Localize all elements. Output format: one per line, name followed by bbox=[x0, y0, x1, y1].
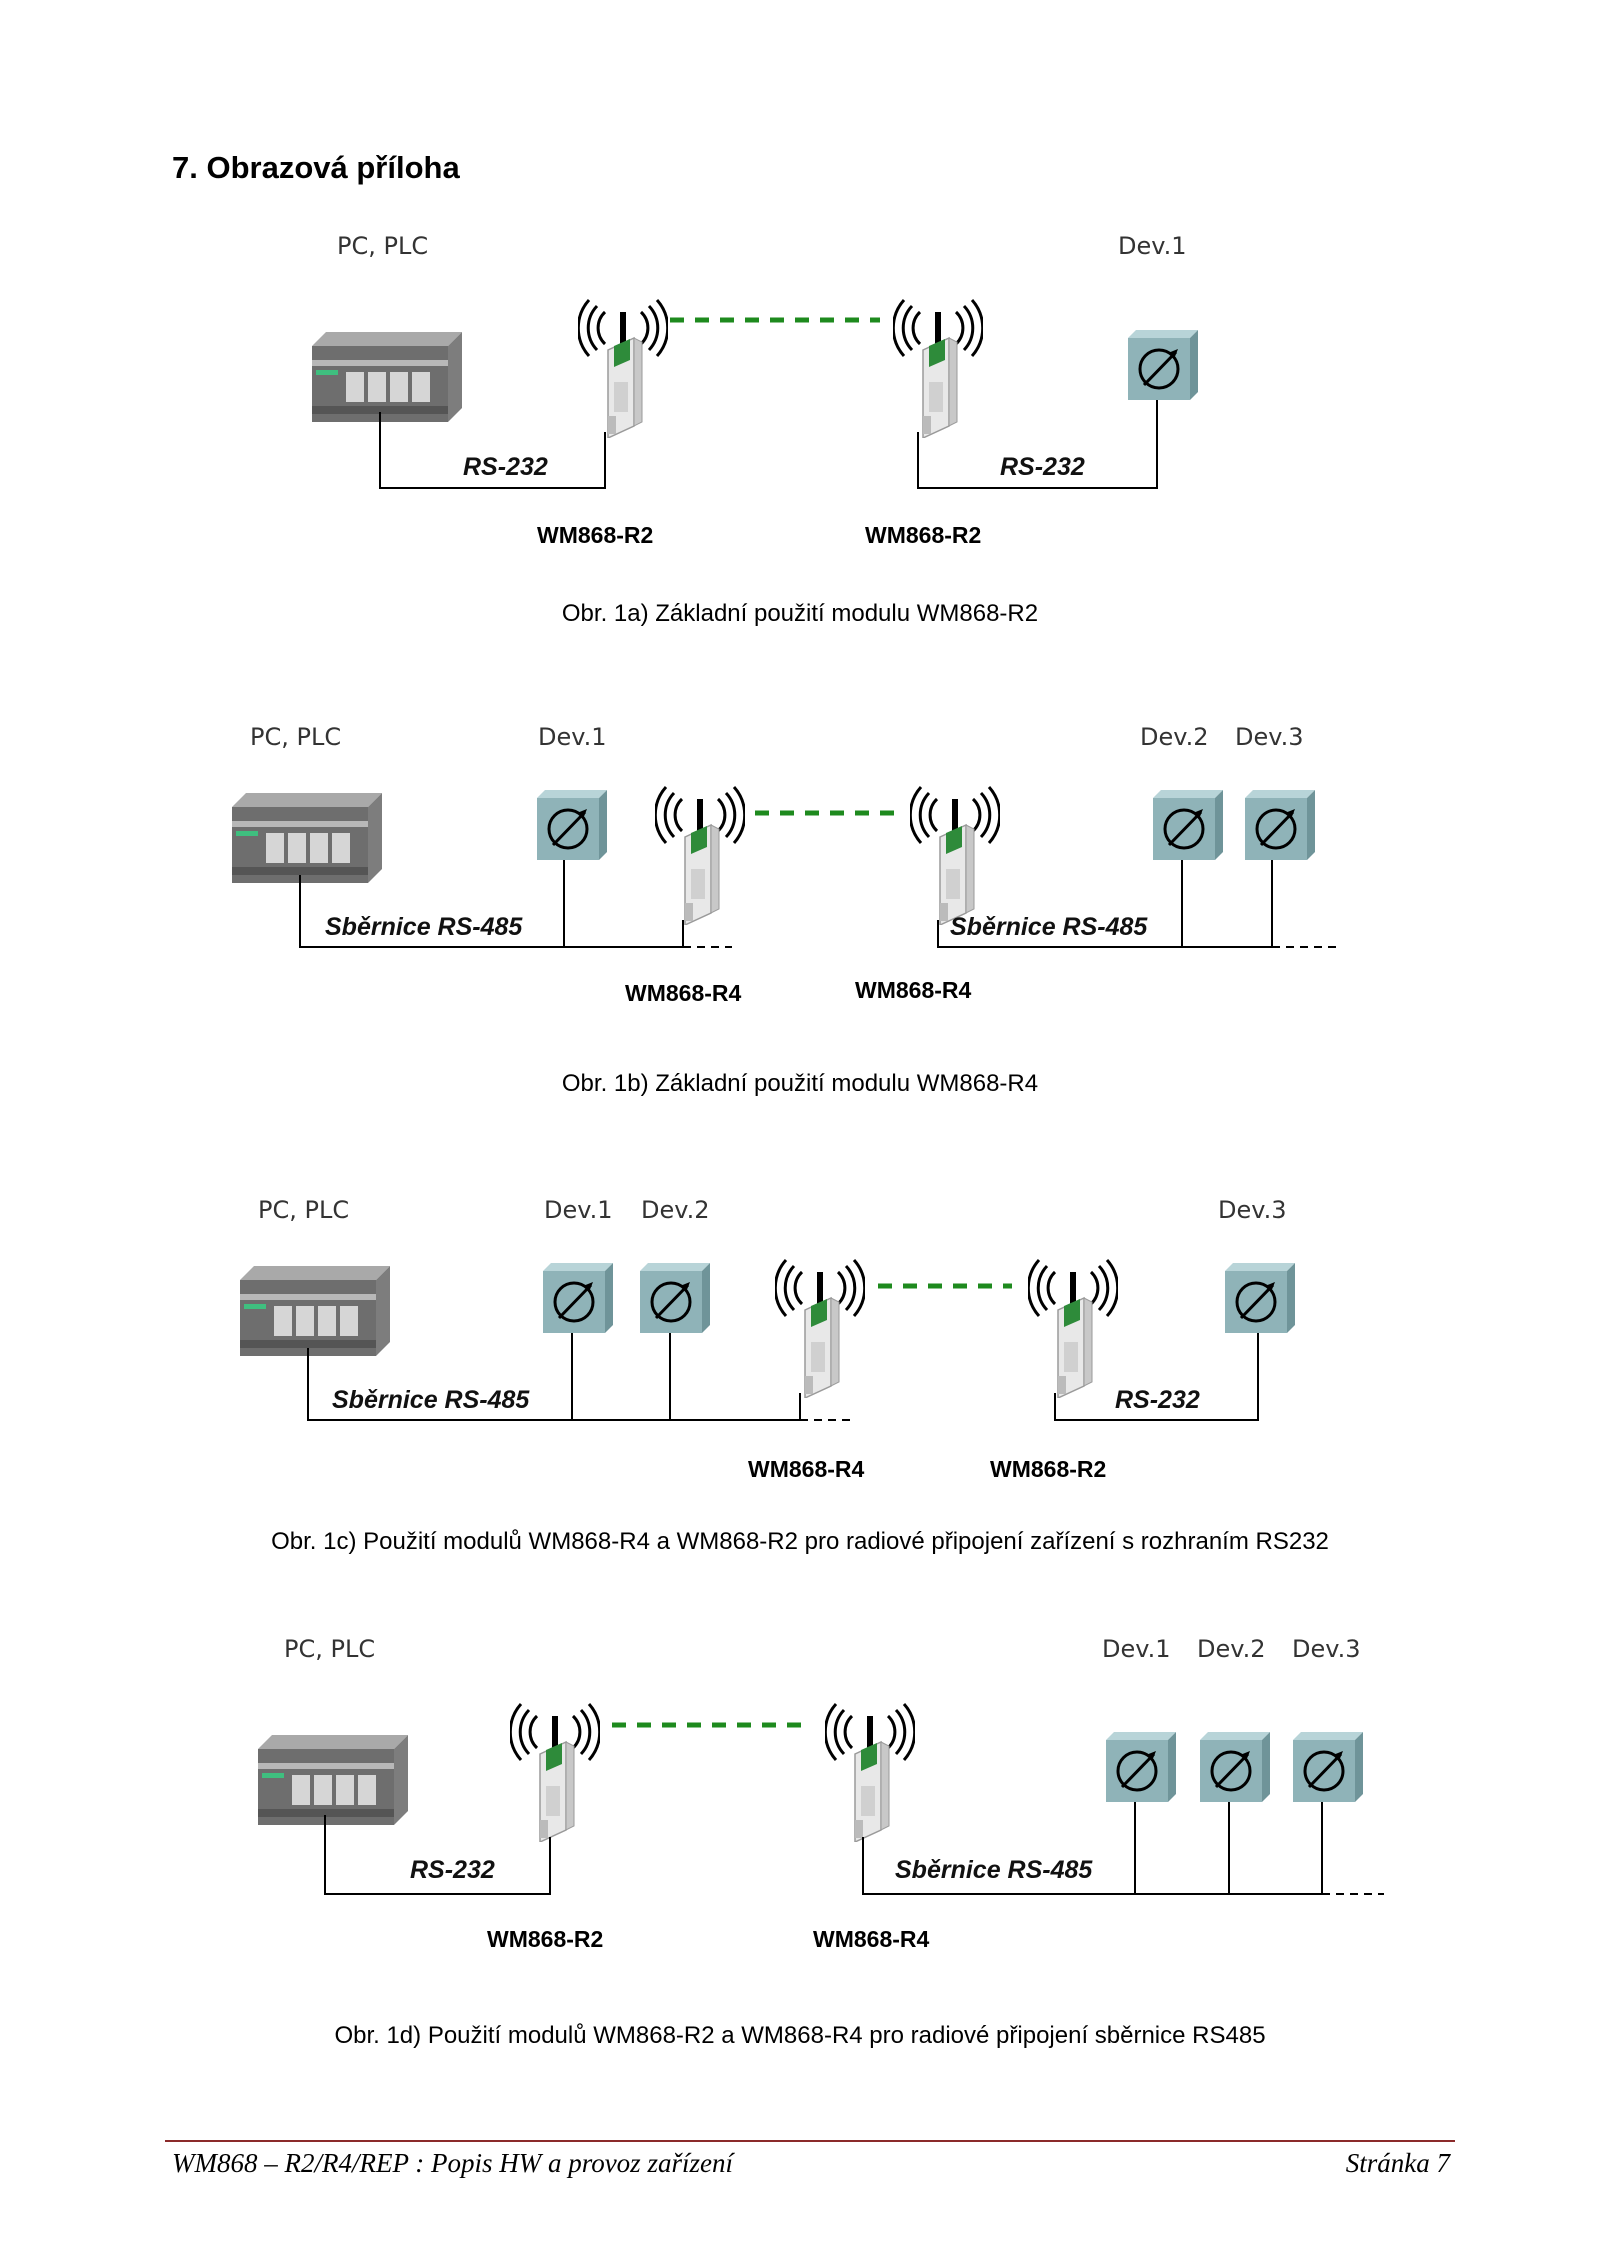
plc-icon bbox=[312, 332, 462, 422]
section-heading: 7. Obrazová příloha bbox=[172, 150, 460, 185]
pc-plc-label: PC, PLC bbox=[250, 723, 341, 751]
plc-icon bbox=[232, 793, 382, 883]
pc-plc-label: PC, PLC bbox=[337, 232, 428, 260]
module-label: WM868-R4 bbox=[625, 980, 742, 1006]
module-label: WM868-R2 bbox=[865, 522, 981, 548]
device-icon bbox=[1293, 1732, 1363, 1802]
plc-icon bbox=[258, 1735, 408, 1825]
figure-1a-diagram: PC, PLC Dev.1 RS-232 RS-232 WM868-R2 WM8… bbox=[312, 232, 1198, 548]
device-icon bbox=[1245, 790, 1315, 860]
rs232-line bbox=[917, 400, 1158, 489]
module-label: WM868-R2 bbox=[487, 1926, 603, 1952]
device-icon bbox=[1153, 790, 1223, 860]
dev1-label: Dev.1 bbox=[1118, 232, 1186, 260]
bus-label: Sběrnice RS-485 bbox=[325, 913, 523, 941]
rs485-line bbox=[307, 1348, 801, 1421]
dev3-label: Dev.3 bbox=[1218, 1196, 1286, 1224]
figure-caption: Obr. 1c) Použití modulů WM868-R4 a WM868… bbox=[271, 1528, 1329, 1555]
footer-page-number: Stránka 7 bbox=[1345, 2148, 1450, 2178]
plc-icon bbox=[240, 1266, 390, 1356]
device-icon bbox=[1106, 1732, 1176, 1802]
dev1-label: Dev.1 bbox=[1102, 1635, 1170, 1663]
module-label: WM868-R4 bbox=[855, 977, 972, 1003]
module-label: WM868-R4 bbox=[813, 1926, 930, 1952]
bus-label: RS-232 bbox=[463, 453, 548, 481]
bus-label: Sběrnice RS-485 bbox=[895, 1856, 1093, 1884]
rs485-line bbox=[299, 875, 684, 948]
bus-label: Sběrnice RS-485 bbox=[332, 1386, 530, 1414]
dev3-label: Dev.3 bbox=[1235, 723, 1303, 751]
figure-1b-diagram: PC, PLC Dev.1 Dev.2 Dev.3 Sběrnice RS-48… bbox=[232, 723, 1336, 1006]
dev2-label: Dev.2 bbox=[1197, 1635, 1265, 1663]
bus-label: RS-232 bbox=[1115, 1386, 1200, 1414]
rs485-line bbox=[862, 1837, 1322, 1895]
device-icon bbox=[1225, 1263, 1295, 1333]
pc-plc-label: PC, PLC bbox=[284, 1635, 375, 1663]
device-icon bbox=[537, 790, 607, 860]
dev2-label: Dev.2 bbox=[641, 1196, 709, 1224]
pc-plc-label: PC, PLC bbox=[258, 1196, 349, 1224]
device-icon bbox=[543, 1263, 613, 1333]
device-icon bbox=[1128, 330, 1198, 400]
rs232-line bbox=[1054, 1333, 1259, 1421]
figure-caption: Obr. 1b) Základní použití modulu WM868-R… bbox=[561, 1070, 1039, 1097]
module-label: WM868-R4 bbox=[748, 1456, 865, 1482]
dev3-label: Dev.3 bbox=[1292, 1635, 1360, 1663]
radio-module-icon bbox=[910, 785, 1000, 925]
radio-module-icon bbox=[655, 785, 745, 925]
module-label: WM868-R2 bbox=[537, 522, 653, 548]
footer-rule bbox=[165, 2140, 1455, 2142]
module-label: WM868-R2 bbox=[990, 1456, 1106, 1482]
radio-module-icon bbox=[510, 1702, 600, 1842]
figure-caption: Obr. 1d) Použití modulů WM868-R2 a WM868… bbox=[334, 2022, 1266, 2049]
radio-module-icon bbox=[775, 1258, 865, 1398]
radio-module-icon bbox=[1028, 1258, 1118, 1398]
bus-label: RS-232 bbox=[410, 1856, 495, 1884]
figure-1d-diagram: PC, PLC Dev.1 Dev.2 Dev.3 RS-232 Sběrnic… bbox=[258, 1635, 1384, 1952]
footer-document-title: WM868 – R2/R4/REP : Popis HW a provoz za… bbox=[172, 2148, 733, 2178]
rs485-line bbox=[937, 920, 1272, 948]
dev1-label: Dev.1 bbox=[538, 723, 606, 751]
dev2-label: Dev.2 bbox=[1140, 723, 1208, 751]
radio-module-icon bbox=[825, 1702, 915, 1842]
figure-1c-diagram: PC, PLC Dev.1 Dev.2 Dev.3 Sběrnice RS-48… bbox=[240, 1196, 1295, 1482]
figure-caption: Obr. 1a) Základní použití modulu WM868-R… bbox=[561, 600, 1039, 627]
rs232-line bbox=[324, 1815, 551, 1895]
device-icon bbox=[1200, 1732, 1270, 1802]
device-icon bbox=[640, 1263, 710, 1333]
bus-label: RS-232 bbox=[1000, 453, 1085, 481]
bus-label: Sběrnice RS-485 bbox=[950, 913, 1148, 941]
radio-module-icon bbox=[578, 298, 668, 438]
radio-module-icon bbox=[893, 298, 983, 438]
dev1-label: Dev.1 bbox=[544, 1196, 612, 1224]
rs232-line bbox=[379, 412, 606, 489]
